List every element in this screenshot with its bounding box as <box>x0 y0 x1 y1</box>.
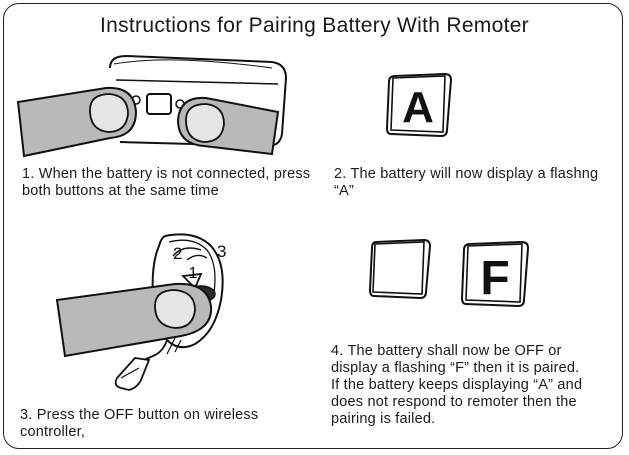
step-1-text: 1. When the battery is not connected, pr… <box>22 166 311 199</box>
remote-button-2-label: 2 <box>173 244 182 263</box>
remote-button-1-label: 1 <box>189 265 198 282</box>
display-letter-f: F <box>480 252 509 305</box>
battery-press-illustration <box>16 54 288 158</box>
display-off-illustration <box>368 238 432 300</box>
step-4-line-1: 4. The battery shall now be OFF or displ… <box>331 343 580 376</box>
instruction-frame <box>3 3 623 449</box>
battery-button-left <box>146 93 172 115</box>
display-letter-a: A <box>402 83 434 132</box>
step-4-text: 4. The battery shall now be OFF or displ… <box>331 343 611 428</box>
display-f-illustration: F <box>460 240 530 308</box>
step-4-line-2: If the battery keeps displaying “A” and … <box>331 377 583 427</box>
remote-button-3-label: 3 <box>217 242 226 261</box>
page-title: Instructions for Pairing Battery With Re… <box>100 14 529 37</box>
remote-press-illustration: 2 3 1 <box>55 233 226 391</box>
step-3-text: 3. Press the OFF button on wireless cont… <box>20 407 259 440</box>
display-a-illustration: A <box>385 72 453 138</box>
step-2-text: 2. The battery will now display a flashn… <box>334 166 599 199</box>
